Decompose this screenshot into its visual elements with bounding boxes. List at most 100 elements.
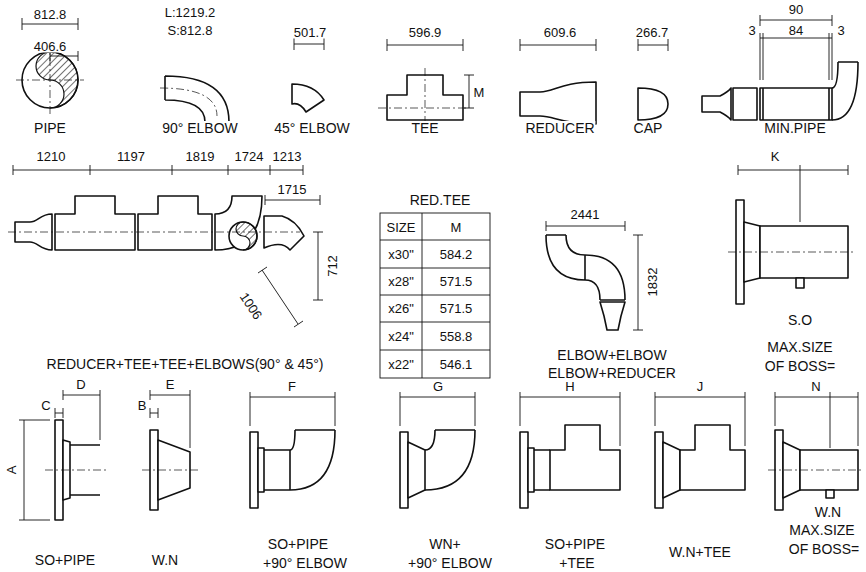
drawing-label: 546.1 <box>439 358 474 371</box>
drawing-line <box>8 232 300 233</box>
drawing-label: ELBOW+REDUCER <box>547 366 677 380</box>
drawing-label: K <box>770 150 781 163</box>
drawing-line <box>680 425 745 490</box>
drawing-line <box>534 450 550 490</box>
drawing-label: MAX.SIZE <box>788 523 855 537</box>
pipe-section <box>16 18 84 116</box>
drawing-label: 596.9 <box>408 26 443 39</box>
drawing-label: 1832 <box>646 267 659 298</box>
drawing-line <box>138 196 212 250</box>
drawing-label: x24" <box>387 330 415 343</box>
drawing-label: S:812.8 <box>167 24 214 37</box>
drawing-label: W.N <box>151 553 179 567</box>
drawing-label: +90° ELBOW <box>407 556 493 570</box>
drawing-line <box>387 39 474 108</box>
drawing-line <box>13 165 303 175</box>
drawing-label: +90° ELBOW <box>262 556 348 570</box>
elbow-elbow-reducer <box>546 221 643 330</box>
drawing-label: W.N+TEE <box>668 545 732 559</box>
so-pipe-elbow <box>250 392 335 508</box>
weld-neck <box>142 390 198 510</box>
drawing-line <box>796 278 804 288</box>
drawing-line <box>702 88 731 120</box>
drawing-line <box>400 392 475 426</box>
drawing-line <box>546 221 625 231</box>
drawing-label: REDUCER <box>524 121 595 135</box>
drawing-label: WN+ <box>428 537 462 551</box>
drawing-line <box>728 252 856 253</box>
drawing-label: SO+PIPE <box>267 537 329 551</box>
drawing-line <box>292 84 324 112</box>
drawing-label: REDUCER+TEE+TEE+ELBOWS(90° & 45°) <box>46 357 325 371</box>
drawing-label: SO+PIPE <box>34 553 96 567</box>
drawing-line <box>250 392 335 426</box>
so-max-boss <box>728 165 856 304</box>
drawing-label: 90° ELBOW <box>161 121 239 135</box>
drawing-label: C <box>40 399 51 412</box>
red-tee-table <box>380 213 490 378</box>
drawing-line <box>763 88 829 120</box>
drawing-label: x28" <box>387 275 415 288</box>
elbow-45 <box>292 38 324 112</box>
drawing-label: 1715 <box>277 183 308 196</box>
drawing-line <box>55 196 135 250</box>
drawing-line <box>265 195 320 205</box>
drawing-label: 3 <box>836 24 845 37</box>
drawing-label: CAP <box>633 121 664 135</box>
drawing-label: x22" <box>387 358 415 371</box>
drawing-line <box>313 232 323 300</box>
drawing-label: L:1219.2 <box>164 6 217 19</box>
drawing-label: M <box>450 221 463 234</box>
drawing-label: 1819 <box>185 150 216 163</box>
drawing-line <box>258 448 264 492</box>
drawing-line <box>760 15 832 80</box>
so-pipe <box>19 390 106 520</box>
drawing-line <box>633 235 643 330</box>
drawing-label: G <box>432 380 444 393</box>
drawing-label: F <box>287 380 297 393</box>
drawing-line <box>160 88 217 116</box>
drawing-line <box>165 76 229 122</box>
drawing-label: 406.6 <box>33 40 68 53</box>
drawing-label: 266.7 <box>635 26 670 39</box>
drawing-label: PIPE <box>33 121 67 135</box>
drawing-label: SO+PIPE <box>544 537 606 551</box>
drawing-label: 1197 <box>116 150 146 163</box>
drawing-label: 3 <box>747 24 756 37</box>
drawing-label: 84 <box>788 24 804 37</box>
drawing-line <box>264 450 290 490</box>
drawing-label: 2441 <box>570 208 601 221</box>
drawing-line <box>733 88 757 120</box>
drawing-line <box>22 18 78 61</box>
drawing-line <box>520 432 528 508</box>
drawing-label: S.O <box>787 313 813 327</box>
drawing-line <box>294 38 324 50</box>
drawing-line <box>775 392 858 448</box>
drawing-label: 1210 <box>36 150 67 163</box>
drawing-label: 501.7 <box>293 26 328 39</box>
drawing-line <box>546 235 585 280</box>
drawing-label: 1724 <box>234 150 265 163</box>
drawing-line <box>528 448 534 492</box>
wn-max-boss <box>768 392 862 510</box>
drawing-line <box>425 430 475 490</box>
drawing-line <box>378 68 468 124</box>
drawing-line <box>19 390 100 520</box>
drawing-line <box>550 425 620 490</box>
drawing-label: RED.TEE <box>409 193 472 207</box>
drawing-line <box>264 216 304 250</box>
drawing-label: D <box>75 378 86 391</box>
drawing-label: E <box>165 378 176 391</box>
drawing-line <box>290 430 335 490</box>
drawing-label: +TEE <box>558 556 595 570</box>
drawing-line <box>738 165 848 222</box>
drawing-label: x26" <box>387 302 415 315</box>
drawing-label: 584.2 <box>439 248 474 261</box>
tee <box>378 39 474 124</box>
drawing-label: x30" <box>387 248 415 261</box>
cap <box>638 39 668 120</box>
drawing-label: 712 <box>326 254 339 278</box>
drawing-line <box>638 39 668 51</box>
drawing-line <box>387 75 463 120</box>
drawing-label: MAX.SIZE <box>766 340 833 354</box>
